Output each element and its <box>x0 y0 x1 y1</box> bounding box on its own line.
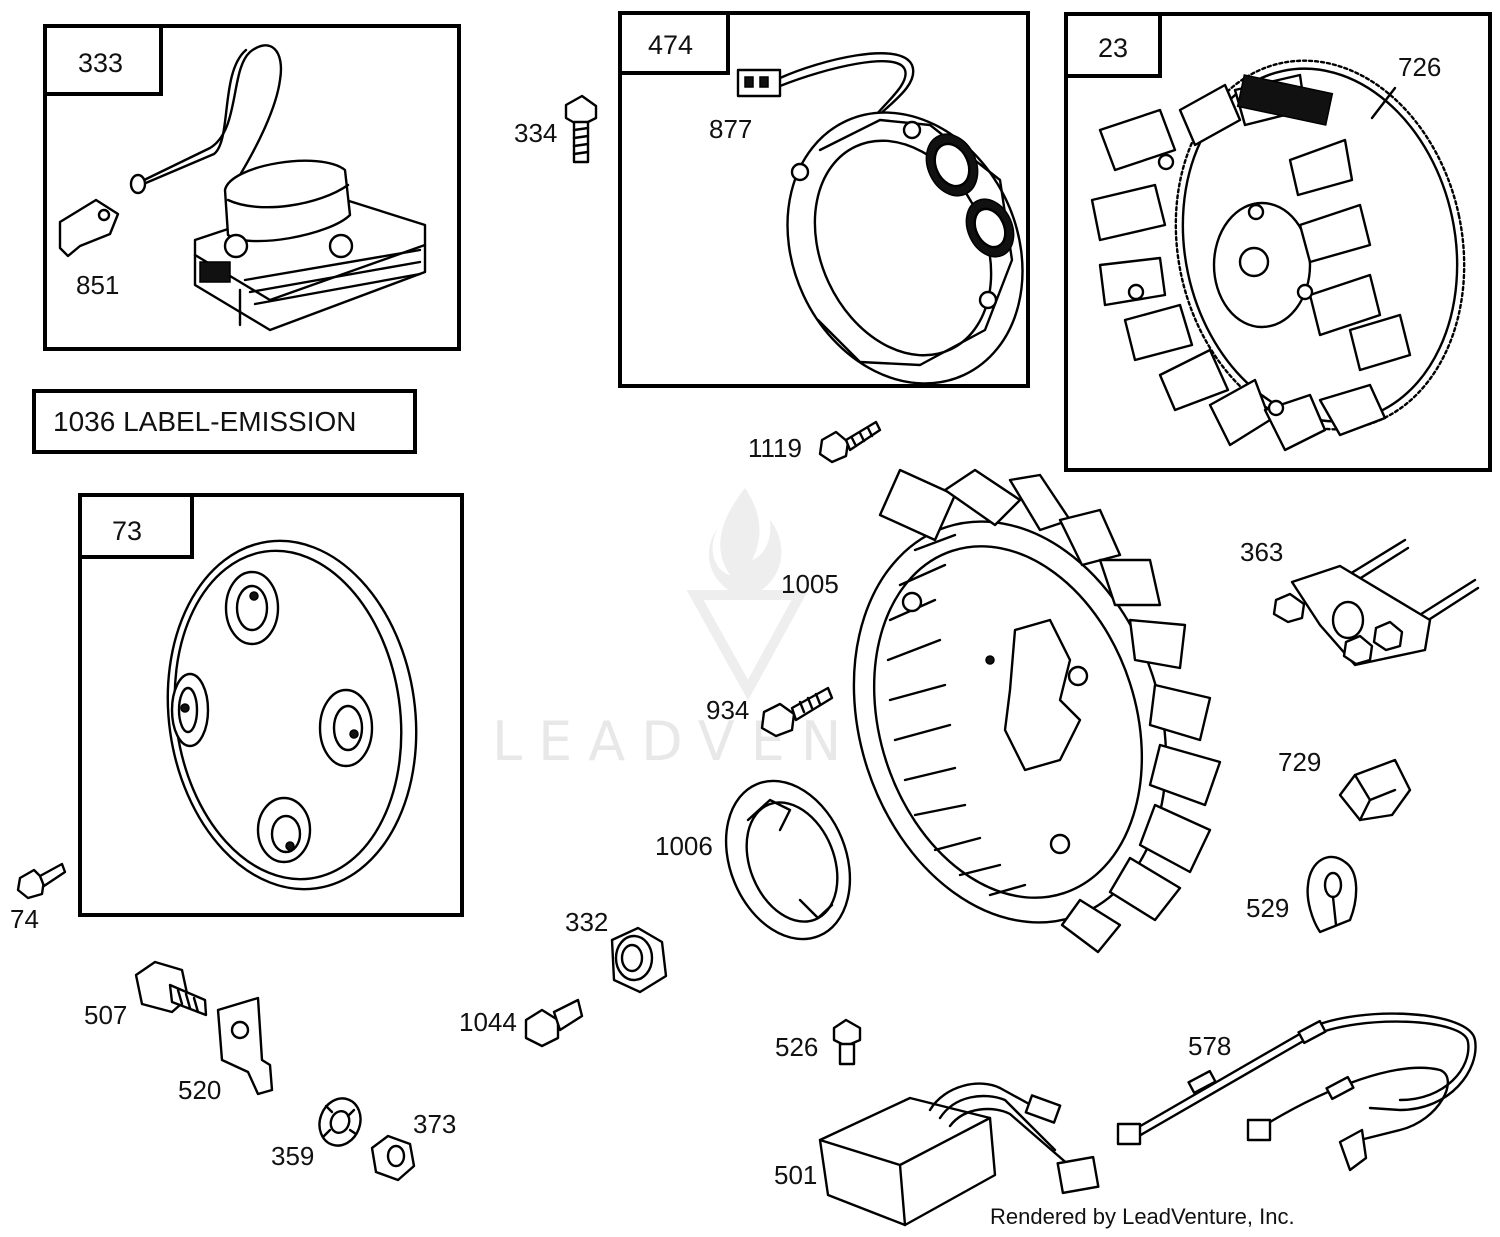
fan-1005 <box>852 468 1222 954</box>
callout-520: 520 <box>178 1075 221 1105</box>
grommet-529 <box>1306 855 1358 934</box>
callout-529: 529 <box>1246 893 1289 923</box>
footer-credit: Rendered by LeadVenture, Inc. <box>990 1204 1295 1229</box>
nut-373 <box>370 1134 416 1182</box>
regulator-501 <box>818 1082 1100 1227</box>
washer-359 <box>318 1097 362 1147</box>
screw-526 <box>832 1018 862 1066</box>
box-23: 23 726 <box>1064 12 1492 472</box>
screw-74 <box>16 862 67 900</box>
nut-332 <box>610 926 668 994</box>
alternator-stator <box>736 52 1024 385</box>
switch-507 <box>134 960 208 1017</box>
emission-label-box: 1036 LABEL-EMISSION <box>32 389 417 454</box>
box-333: 333 851 <box>43 24 461 351</box>
bracket-363 <box>1272 538 1480 667</box>
ignition-armature <box>129 44 427 332</box>
box-474: 474 877 <box>618 11 1030 388</box>
box-label-73: 73 <box>112 516 142 546</box>
bolt-1119 <box>818 420 882 464</box>
bolt-1044 <box>524 998 584 1048</box>
callout-1119: 1119 <box>748 433 802 463</box>
callout-334: 334 <box>514 118 557 148</box>
box-label-23: 23 <box>1098 33 1128 63</box>
callout-726: 726 <box>1398 52 1441 82</box>
callout-934: 934 <box>706 695 749 725</box>
clip-729 <box>1338 758 1412 822</box>
spark-plug-boot <box>58 198 120 258</box>
callout-1044: 1044 <box>459 1007 517 1037</box>
harness-578 <box>1116 1012 1477 1172</box>
callout-359: 359 <box>271 1141 314 1171</box>
callout-877: 877 <box>709 114 752 144</box>
box-label-333: 333 <box>78 48 123 78</box>
blower-cover <box>166 539 418 891</box>
callout-578: 578 <box>1188 1031 1231 1061</box>
callout-373: 373 <box>413 1109 456 1139</box>
callout-729: 729 <box>1278 747 1321 777</box>
bolt-934 <box>760 686 834 738</box>
callout-332: 332 <box>565 907 608 937</box>
terminal-520 <box>216 996 274 1096</box>
callout-501: 501 <box>774 1160 817 1190</box>
box-label-474: 474 <box>648 30 693 60</box>
callout-1006: 1006 <box>655 831 713 861</box>
callout-74: 74 <box>10 904 39 934</box>
ring-1006 <box>724 779 852 941</box>
flame-v-logo-icon <box>686 488 809 701</box>
box-73: 73 <box>78 493 464 917</box>
callout-526: 526 <box>775 1032 818 1062</box>
emission-label: 1036 LABEL-EMISSION <box>53 406 356 437</box>
callout-363: 363 <box>1240 537 1283 567</box>
callout-507: 507 <box>84 1000 127 1030</box>
flywheel <box>1090 59 1466 452</box>
bolt-334 <box>564 94 598 164</box>
callout-1005: 1005 <box>781 569 839 599</box>
callout-851: 851 <box>76 270 119 300</box>
